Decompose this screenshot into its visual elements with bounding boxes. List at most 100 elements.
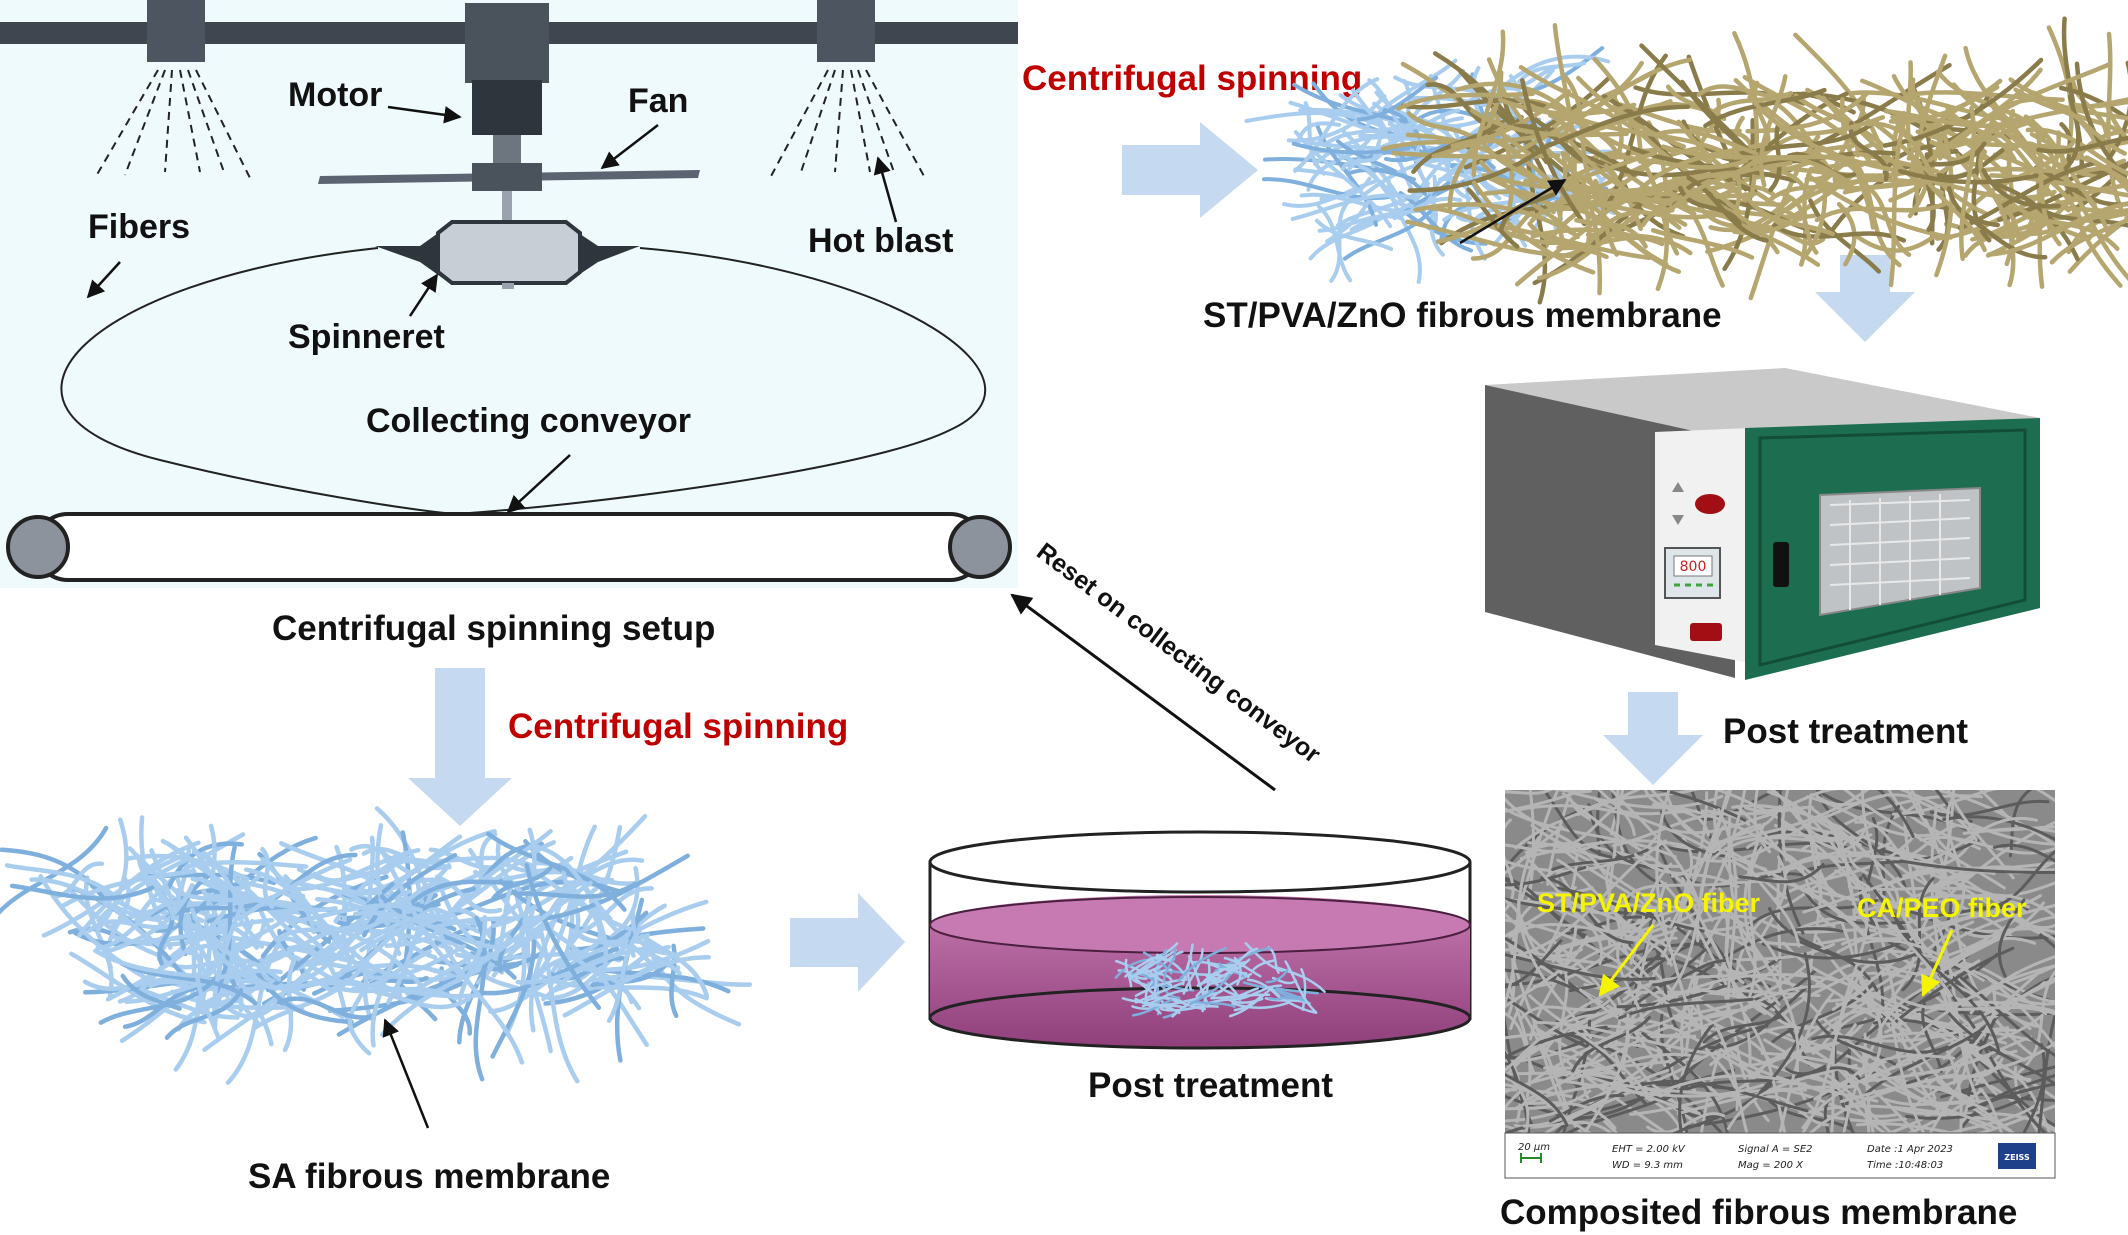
oven: 800	[1485, 368, 2040, 680]
fiber-strand	[1778, 992, 1835, 1133]
fiber-strand	[457, 914, 488, 1002]
fiber-strand	[1960, 976, 2055, 1058]
fiber-strand	[532, 844, 613, 921]
fiber-strand	[1772, 223, 1907, 243]
flow-arrow-to-sem	[1603, 692, 1703, 785]
fiber-strand	[1606, 790, 1620, 948]
fiber-strand	[606, 928, 642, 1023]
fiber-strand	[2106, 31, 2125, 214]
fiber-strand	[136, 856, 176, 921]
hot-blast-nozzle-left	[94, 0, 251, 179]
fiber-strand	[1973, 1104, 2055, 1133]
fiber-strand	[1358, 58, 1458, 140]
fiber-strand	[1532, 915, 1653, 988]
fiber-strand	[1911, 816, 2038, 865]
fiber-strand	[1997, 898, 2026, 978]
fiber-strand	[276, 996, 371, 1020]
sem-micrograph: 20 µm EHT = 2.00 kV WD = 9.3 mm Signal A…	[1504, 790, 2056, 1179]
fan-label: Fan	[628, 82, 688, 120]
fiber-strand	[1505, 1031, 1626, 1047]
fiber-strand	[1505, 797, 1606, 876]
fiber-strand	[1522, 1068, 1670, 1128]
fiber-strand	[1919, 835, 2055, 855]
fiber-strand	[1921, 1001, 1943, 1073]
fiber-strand	[1950, 61, 2113, 150]
fiber-strand	[2022, 93, 2127, 156]
fiber-strand	[1891, 790, 1997, 816]
fiber-strand	[93, 948, 196, 979]
fiber-strand	[1131, 998, 1173, 1017]
fiber-strand	[1564, 899, 1669, 948]
fiber-strand	[1884, 1102, 1948, 1133]
sem-pointer-st	[1598, 924, 1655, 997]
fiber-strand	[1392, 196, 1463, 221]
fiber-strand	[1904, 1094, 2031, 1120]
fiber-strand	[1505, 936, 1589, 999]
fiber-strand	[471, 880, 593, 971]
fiber-strand	[1842, 1054, 1956, 1087]
fiber-strand	[1505, 1013, 1597, 1073]
fiber-strand	[1629, 1087, 1807, 1116]
sa-membrane-label: SA fibrous membrane	[248, 1157, 610, 1196]
sem-label-st: ST/PVA/ZnO fiber	[1537, 888, 1761, 918]
reset-label: Reset on collecting conveyor	[1031, 537, 1325, 769]
fiber-strand	[1505, 953, 1656, 981]
fiber-strand	[1163, 947, 1177, 984]
fiber-strand	[1265, 968, 1289, 984]
oven-knob	[1695, 494, 1725, 514]
fiber-strand	[1527, 790, 1535, 903]
fiber-strand	[1412, 127, 1509, 207]
fiber-strand	[2049, 217, 2128, 265]
fiber-strand	[1973, 1030, 2048, 1133]
fiber-strand	[1745, 1017, 1868, 1086]
fiber-strand	[1633, 852, 1736, 888]
fiber-strand	[1466, 187, 1520, 249]
oven-button	[1690, 623, 1722, 641]
fiber-strand	[1396, 91, 1535, 111]
sem-eht: EHT = 2.00 kV	[1612, 1144, 1686, 1155]
fiber-strand	[1505, 836, 1541, 1007]
fiber-strand	[1855, 1122, 1959, 1133]
fiber-strand	[1787, 1023, 1857, 1058]
fiber-strand	[150, 875, 260, 950]
fiber-strand	[190, 859, 309, 869]
fiber-strand	[1646, 1112, 1726, 1133]
fiber-strand	[1913, 53, 1948, 206]
fiber-strand	[2013, 1066, 2041, 1133]
fiber-strand	[1848, 120, 1889, 182]
fiber-strand	[1554, 199, 1722, 220]
fiber-strand	[1536, 210, 1642, 281]
fiber-strand	[1545, 792, 1625, 860]
fiber-strand	[1702, 1015, 1781, 1044]
fiber-strand	[2013, 916, 2055, 929]
fiber-strand	[1864, 913, 1991, 933]
fiber-strand	[1319, 176, 1372, 201]
fiber-strand	[1562, 130, 1682, 230]
fiber-strand	[1655, 790, 1747, 822]
fiber-strand	[1836, 912, 1991, 954]
fiber-strand	[1177, 946, 1227, 983]
motor-label: Motor	[288, 76, 382, 114]
fiber-strand	[1978, 152, 2009, 236]
fiber-strand	[1899, 859, 2055, 875]
fiber-strand	[1520, 78, 1587, 227]
fiber-strand	[1578, 172, 1603, 296]
flow-arrow-to-oven	[1815, 255, 1915, 342]
centrifugal-spinning-left: Centrifugal spinning	[508, 707, 848, 746]
fiber-strand	[1769, 790, 1832, 840]
fiber-strand	[1505, 968, 1596, 1001]
fiber-strand	[1978, 1087, 2004, 1133]
fiber-strand	[1785, 1066, 1861, 1080]
fiber-strand	[1967, 1082, 2055, 1111]
fiber-strand	[1432, 51, 1548, 180]
fiber-strand	[1551, 176, 1669, 267]
fiber-strand	[238, 857, 353, 921]
fiber-strand	[288, 903, 423, 925]
fiber-strand	[1540, 104, 1691, 151]
fiber-strand	[1755, 116, 1881, 153]
fiber-strand	[1517, 60, 1644, 154]
fiber-strand	[265, 881, 395, 993]
fiber-strand	[1667, 160, 1793, 214]
fiber-strand	[2061, 170, 2128, 185]
